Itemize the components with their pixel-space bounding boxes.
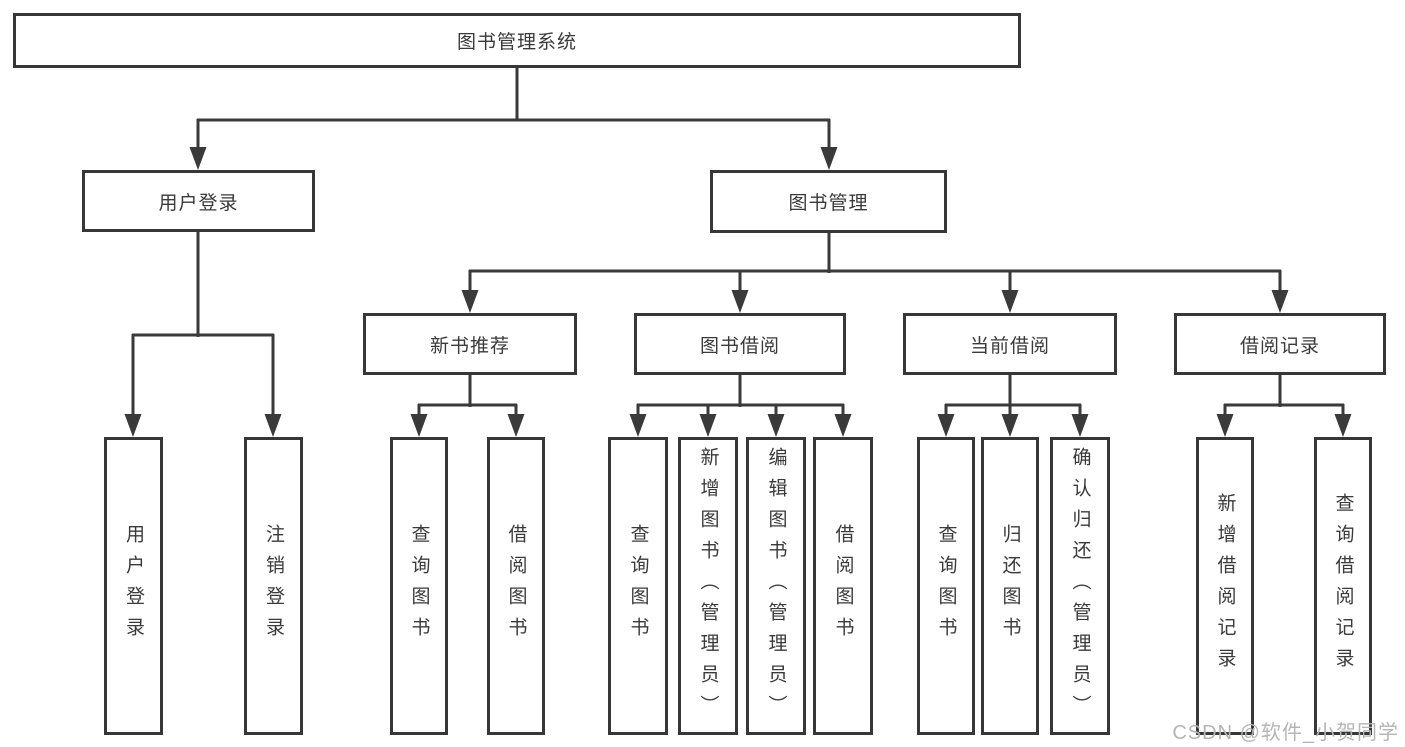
- arrowhead-down-icon: [1334, 414, 1352, 437]
- arrowhead-down-icon: [937, 414, 955, 437]
- leaf-recommend-borrow-books: 借阅图书: [487, 437, 545, 735]
- arrowhead-down-icon: [731, 290, 749, 313]
- arrowhead-down-icon: [767, 414, 785, 437]
- arrowhead-down-icon: [1071, 414, 1089, 437]
- leaf-confirm-return-admin: 确认归还（管理员）: [1050, 437, 1110, 735]
- arrowhead-down-icon: [820, 147, 838, 170]
- node-library-system: 图书管理系统: [13, 13, 1021, 68]
- leaf-logout: 注销登录: [244, 437, 303, 735]
- node-user-login: 用户登录: [82, 170, 315, 232]
- node-book-management: 图书管理: [710, 170, 947, 233]
- arrowhead-down-icon: [699, 414, 717, 437]
- arrowhead-down-icon: [834, 414, 852, 437]
- leaf-user-login: 用户登录: [104, 437, 163, 735]
- leaf-borrow-query-books: 查询图书: [608, 437, 668, 735]
- arrowhead-down-icon: [1216, 414, 1234, 437]
- arrowhead-down-icon: [507, 414, 525, 437]
- leaf-edit-books-admin: 编辑图书（管理员）: [746, 437, 806, 735]
- arrowhead-down-icon: [410, 414, 428, 437]
- leaf-add-borrow-record: 新增借阅记录: [1196, 437, 1254, 735]
- csdn-watermark: CSDN @软件_小贺同学: [1172, 722, 1399, 744]
- leaf-query-borrow-record: 查询借阅记录: [1314, 437, 1372, 735]
- leaf-current-query-books: 查询图书: [917, 437, 975, 735]
- arrowhead-down-icon: [1001, 290, 1019, 313]
- arrowhead-down-icon: [1271, 290, 1289, 313]
- leaf-recommend-query-books: 查询图书: [390, 437, 448, 735]
- leaf-add-books-admin: 新增图书（管理员）: [678, 437, 738, 735]
- arrowhead-down-icon: [461, 290, 479, 313]
- node-borrow-records: 借阅记录: [1174, 313, 1386, 375]
- arrowhead-down-icon: [629, 414, 647, 437]
- leaf-return-books: 归还图书: [981, 437, 1039, 735]
- arrowhead-down-icon: [124, 414, 142, 437]
- node-current-borrow: 当前借阅: [903, 313, 1117, 375]
- leaf-borrow-books: 借阅图书: [813, 437, 873, 735]
- arrowhead-down-icon: [264, 414, 282, 437]
- arrowhead-down-icon: [1001, 414, 1019, 437]
- arrowhead-down-icon: [189, 147, 207, 170]
- node-new-book-recommend: 新书推荐: [363, 313, 577, 375]
- node-book-borrow: 图书借阅: [634, 313, 846, 375]
